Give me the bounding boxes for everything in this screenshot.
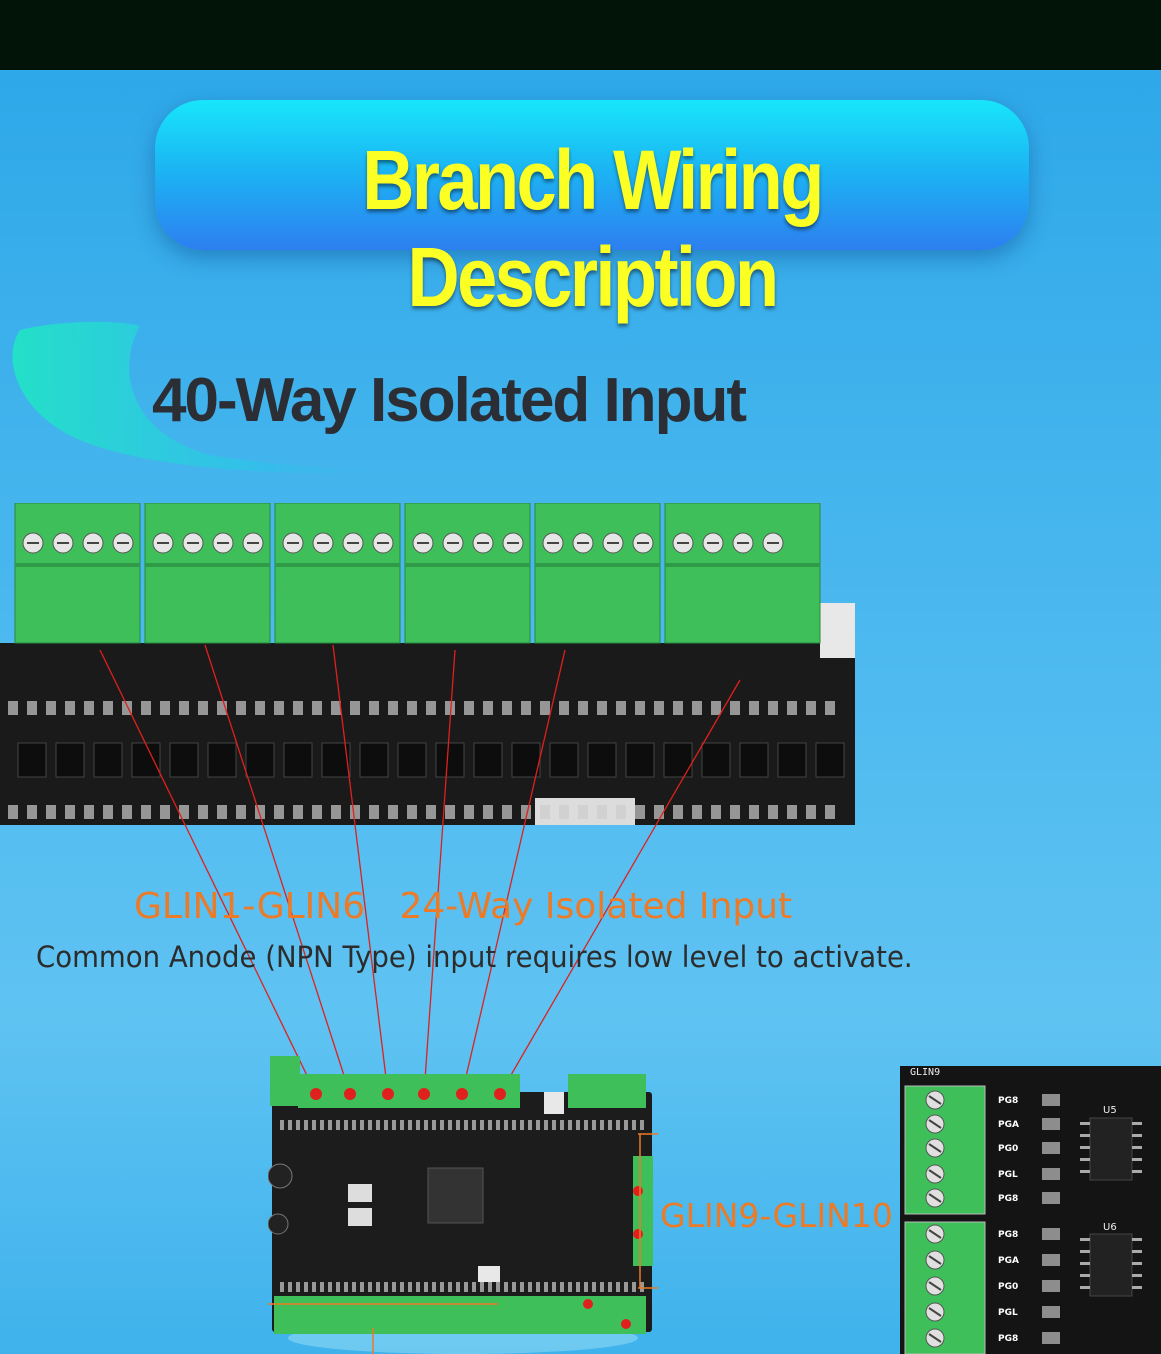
zoom-header: GLIN9	[910, 1067, 940, 1078]
zoom-pin-label: PG8	[998, 1230, 1018, 1240]
optocoupler-chip	[359, 742, 389, 778]
zoom-pin-label: PGA	[998, 1120, 1019, 1130]
terminal-block	[404, 503, 531, 644]
section-heading: 40-Way Isolated Input	[152, 366, 747, 435]
optocoupler-chip	[625, 742, 655, 778]
input-description: Common Anode (NPN Type) input requires l…	[36, 940, 913, 974]
chip-u5	[1089, 1117, 1133, 1181]
zoom-pin-label: PG8	[998, 1096, 1018, 1106]
terminal-marker-dot	[382, 1088, 394, 1100]
zoom-pin-label: PGA	[998, 1256, 1019, 1266]
zoom-pin-label: PGL	[998, 1170, 1018, 1180]
zoom-pin-label: PG0	[998, 1144, 1018, 1154]
optocoupler-chip	[169, 742, 199, 778]
optocoupler-chip	[17, 742, 47, 778]
terminal-marker-dot	[418, 1088, 430, 1100]
terminal-marker-dot	[583, 1299, 593, 1309]
terminal-marker-dot	[494, 1088, 506, 1100]
pcb-closeup	[0, 643, 855, 825]
optocoupler-chip	[207, 742, 237, 778]
heading-swoosh-decoration	[12, 321, 400, 473]
terminal-marker-dot	[310, 1088, 322, 1100]
board-closeup-image	[0, 503, 855, 825]
optocoupler-chip	[777, 742, 807, 778]
optocoupler-chip	[245, 742, 275, 778]
optocoupler-chip	[321, 742, 351, 778]
zoom-pin-label: PG8	[998, 1194, 1018, 1204]
terminal-block	[274, 503, 401, 644]
zoom-pin-label: PGL	[998, 1308, 1018, 1318]
glin9-10-label: GLIN9-GLIN10	[660, 1196, 893, 1235]
optocoupler-chip	[435, 742, 465, 778]
glin1-6-label: GLIN1-GLIN6	[134, 886, 366, 927]
terminal-marker-dot	[344, 1088, 356, 1100]
optocoupler-chip	[131, 742, 161, 778]
optocoupler-chip	[587, 742, 617, 778]
optocoupler-chip	[397, 742, 427, 778]
terminal-block	[14, 503, 141, 644]
full-board-image	[268, 1056, 658, 1354]
terminal-marker-dot	[456, 1088, 468, 1100]
optocoupler-chip	[55, 742, 85, 778]
terminal-marker-dot	[633, 1186, 643, 1196]
isolated-input-label: 24-Way Isolated Input	[399, 886, 793, 927]
optocoupler-chip	[511, 742, 541, 778]
optocoupler-chip	[663, 742, 693, 778]
zoom-pin-label: PG0	[998, 1282, 1018, 1292]
chip-u5-label: U5	[1103, 1105, 1117, 1116]
optocoupler-chip	[283, 742, 313, 778]
terminal-block	[144, 503, 271, 644]
optocoupler-chip	[473, 742, 503, 778]
terminal-block	[664, 503, 821, 644]
glin-range-label: GLIN1-GLIN6 24-Way Isolated Input	[134, 886, 792, 927]
optocoupler-chip	[701, 742, 731, 778]
chip-u6	[1089, 1233, 1133, 1297]
top-dark-bar	[0, 0, 1161, 70]
terminal-marker-dot	[621, 1319, 631, 1329]
title-banner	[155, 100, 1029, 250]
optocoupler-chip	[93, 742, 123, 778]
zoom-pin-label: PG8	[998, 1334, 1018, 1344]
terminal-marker-dot	[633, 1229, 643, 1239]
page-title: Branch Wiring Description	[362, 133, 824, 324]
terminal-block	[534, 503, 661, 644]
optocoupler-chip	[549, 742, 579, 778]
optocoupler-chip	[739, 742, 769, 778]
chip-u6-label: U6	[1103, 1222, 1117, 1233]
optocoupler-chip	[815, 742, 845, 778]
